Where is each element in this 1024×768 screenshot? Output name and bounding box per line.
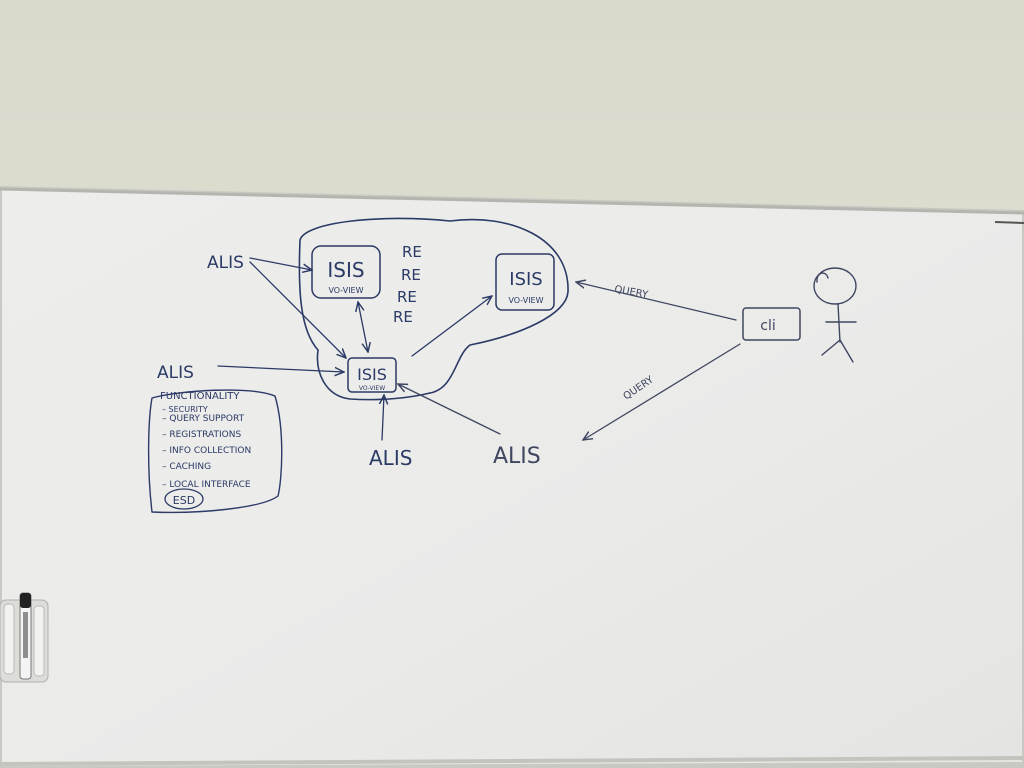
- re-label: RE: [402, 243, 422, 261]
- functionality-box: [147, 389, 283, 514]
- arrow-alis-to-isis-left: [249, 257, 312, 270]
- marker-pen-icon[interactable]: [19, 592, 32, 680]
- network-cloud: [298, 217, 569, 401]
- connections: [217, 257, 741, 441]
- isis-node-box: [495, 253, 555, 311]
- alis-label: ALIS: [207, 253, 244, 273]
- re-label: RE: [397, 288, 417, 306]
- arrow-isis-lower-to-isis-left: [358, 302, 368, 352]
- arrow-isis-lower-to-isis-right: [411, 296, 492, 357]
- isis-node-subtitle: VO-VIEW: [359, 385, 385, 392]
- isis-node-title: ISIS: [327, 258, 364, 282]
- functionality-item: – SECURITY: [162, 405, 208, 414]
- whiteboard: [0, 186, 1024, 768]
- arrow-cli-query-to-isis-right: [576, 282, 737, 321]
- isis-node-lower: ISIS VO-VIEW: [347, 357, 397, 393]
- alis-label: ALIS: [493, 444, 541, 469]
- board-edge-mark: [994, 221, 1024, 224]
- marker-holder: [0, 592, 49, 683]
- esd-badge: ESD: [173, 494, 195, 507]
- functionality-panel: FUNCTIONALITY – SECURITY – QUERY SUPPORT…: [147, 389, 283, 514]
- functionality-item: – REGISTRATIONS: [162, 430, 241, 440]
- isis-node-title: ISIS: [357, 365, 387, 384]
- re-label: RE: [393, 308, 413, 326]
- alis-label: ALIS: [369, 446, 412, 470]
- arrow-alis-to-isis-lower: [382, 395, 384, 441]
- isis-node-title: ISIS: [509, 269, 542, 290]
- functionality-item: – INFO COLLECTION: [162, 446, 251, 456]
- board-bottom-frame: [0, 756, 1024, 766]
- esd-badge-outline: [164, 488, 204, 510]
- arrow-alis-to-isis-lower: [249, 261, 346, 358]
- functionality-item: – CACHING: [162, 462, 211, 472]
- arrow-cli-query-to-alis: [583, 343, 741, 440]
- isis-node-right: ISIS VO-VIEW: [495, 253, 555, 311]
- board-top-frame: [0, 187, 1024, 215]
- re-label: RE: [401, 266, 421, 284]
- functionality-item: – QUERY SUPPORT: [162, 414, 245, 424]
- user-stick-figure-icon: [813, 267, 857, 363]
- functionality-item: – LOCAL INTERFACE: [162, 480, 251, 490]
- isis-node-box: [347, 357, 397, 393]
- functionality-title: FUNCTIONALITY: [160, 391, 240, 402]
- client-node: cli: [742, 307, 801, 341]
- arrow-alis-to-isis-lower: [217, 365, 344, 372]
- re-labels: RE RE RE RE: [393, 243, 422, 326]
- alis-label: ALIS: [157, 363, 194, 383]
- isis-node-subtitle: VO-VIEW: [328, 286, 363, 295]
- arrow-alis-to-isis-lower: [398, 384, 501, 435]
- isis-node-subtitle: VO-VIEW: [508, 296, 543, 305]
- client-label: cli: [760, 318, 775, 334]
- client-box: [742, 307, 801, 341]
